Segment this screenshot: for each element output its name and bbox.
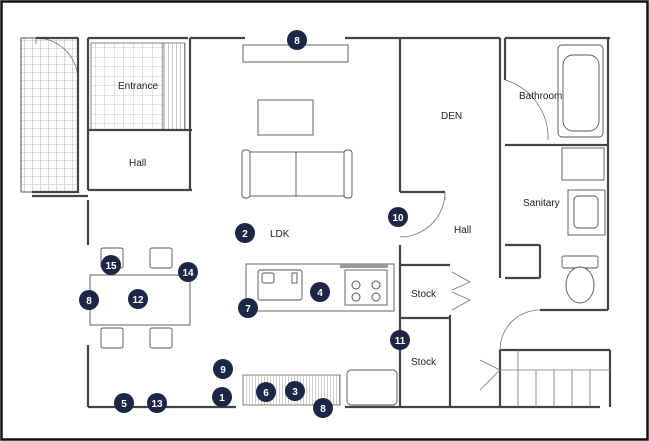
marker-9[interactable]: 9: [213, 359, 233, 379]
washer: [561, 147, 605, 181]
room-label-sanitary: Sanitary: [523, 198, 560, 209]
marker-label: 9: [220, 365, 226, 376]
marker-4[interactable]: 4: [310, 282, 330, 302]
marker-7[interactable]: 7: [238, 298, 258, 318]
marker-label: 13: [151, 399, 163, 410]
room-label-stock-lower: Stock: [411, 357, 437, 368]
marker-label: 8: [294, 36, 300, 47]
marker-5[interactable]: 5: [114, 393, 134, 413]
room-label-bathroom: Bathroom: [519, 91, 562, 102]
marker-label: 14: [182, 268, 194, 279]
washbasin: [567, 189, 606, 236]
room-label-hall-upper: Hall: [129, 158, 146, 169]
sofa: [241, 149, 353, 199]
balcony: [20, 37, 79, 193]
marker-label: 3: [292, 387, 298, 398]
marker-8-top[interactable]: 8: [287, 30, 307, 50]
room-label-den: DEN: [441, 111, 462, 122]
marker-label: 15: [105, 261, 117, 272]
marker-15[interactable]: 15: [101, 255, 121, 275]
marker-label: 5: [121, 399, 127, 410]
marker-8-bottom[interactable]: 8: [313, 398, 333, 418]
storage-box: [346, 369, 398, 406]
marker-12[interactable]: 12: [128, 289, 148, 309]
marker-13[interactable]: 13: [147, 393, 167, 413]
room-label-entrance: Entrance: [118, 81, 158, 92]
marker-10[interactable]: 10: [388, 207, 408, 227]
marker-label: 2: [242, 229, 248, 240]
marker-label: 8: [320, 404, 326, 415]
entrance-floor: [90, 42, 186, 131]
marker-label: 8: [86, 296, 92, 307]
marker-label: 12: [132, 295, 144, 306]
marker-1[interactable]: 1: [212, 387, 232, 407]
room-label-stock-upper: Stock: [411, 289, 437, 300]
marker-label: 11: [395, 336, 406, 347]
marker-11[interactable]: 11: [390, 330, 410, 350]
toilet: [561, 255, 599, 304]
marker-3[interactable]: 3: [285, 381, 305, 401]
marker-2[interactable]: 2: [235, 223, 255, 243]
coffee-table: [257, 99, 314, 136]
marker-8-left[interactable]: 8: [79, 290, 99, 310]
marker-label: 4: [317, 288, 323, 299]
staircase: [479, 350, 610, 407]
doors: [399, 79, 549, 351]
bathtub: [557, 44, 604, 138]
marker-label: 7: [245, 304, 251, 315]
marker-label: 6: [263, 388, 269, 399]
marker-label: 10: [392, 213, 404, 224]
walls: [32, 36, 612, 409]
room-label-ldk: LDK: [270, 229, 290, 240]
marker-6[interactable]: 6: [256, 382, 276, 402]
room-label-hall-right: Hall: [454, 225, 471, 236]
marker-14[interactable]: 14: [178, 262, 198, 282]
marker-label: 1: [219, 393, 225, 404]
